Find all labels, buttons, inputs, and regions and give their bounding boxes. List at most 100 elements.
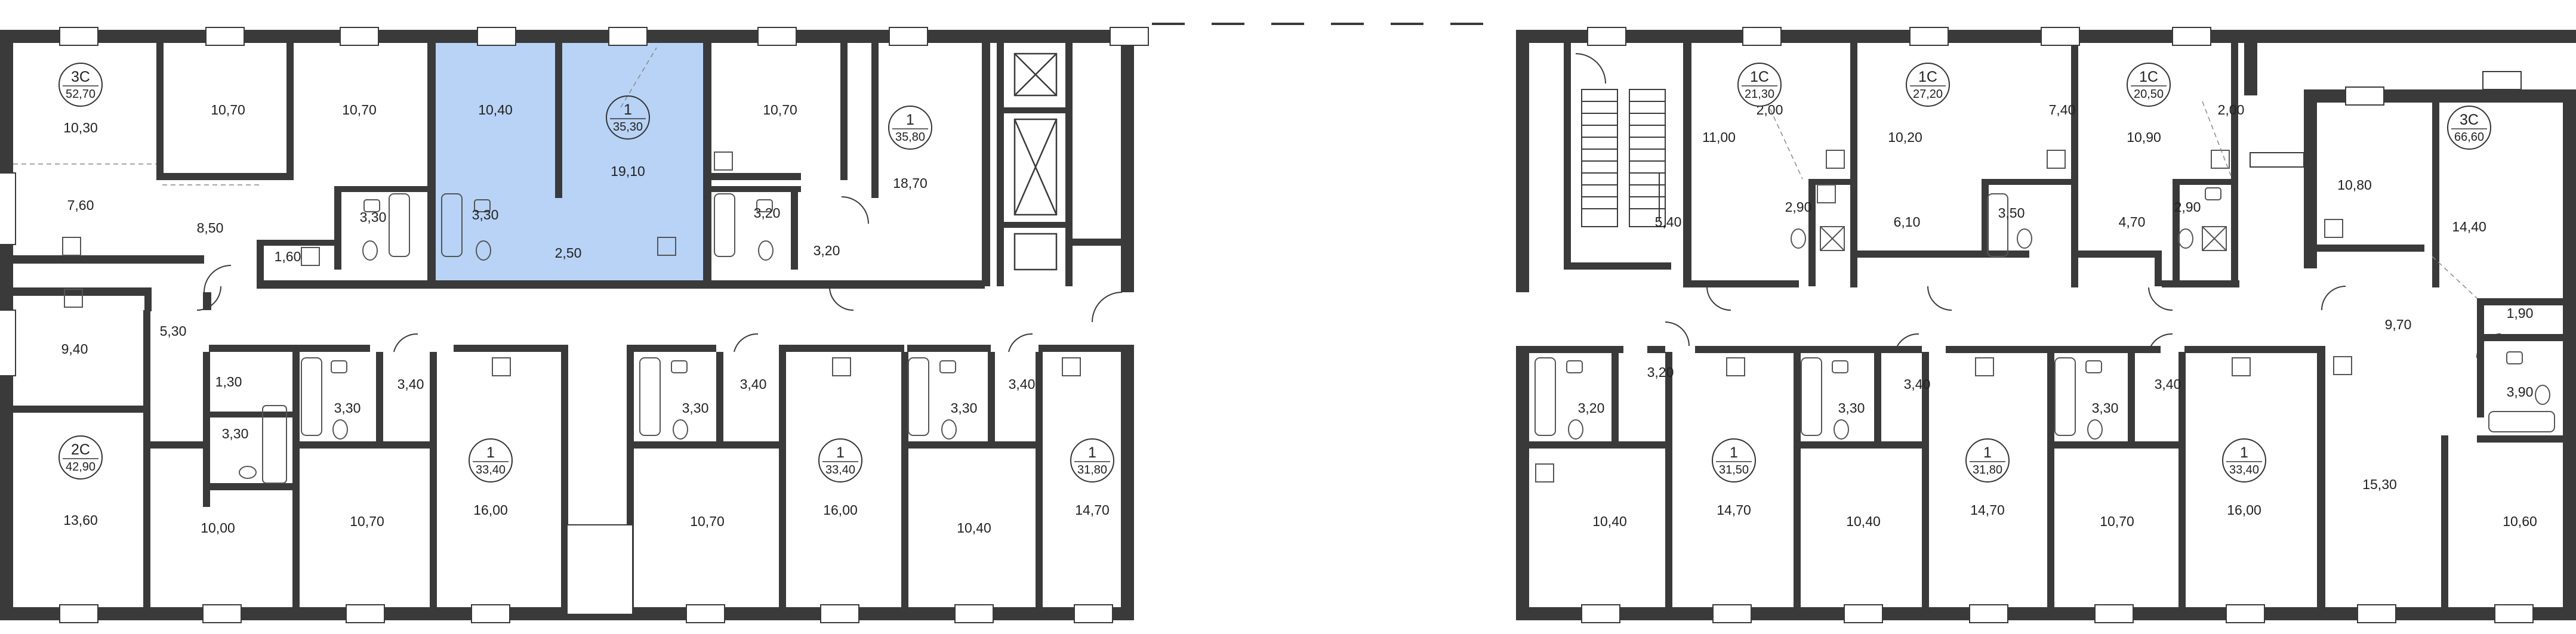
room-area-label: 2,00 (2218, 102, 2245, 117)
room-area-label: 3,20 (754, 205, 781, 221)
wall (1647, 346, 1665, 353)
wall (257, 280, 842, 289)
toilet-icon (362, 240, 378, 261)
room-area-label: 1,60 (275, 249, 301, 264)
wall (1528, 441, 1665, 449)
zone-lines (13, 47, 2478, 299)
apartment-badge-circle (1737, 63, 1782, 107)
wall (1691, 280, 1799, 287)
apartment-badge[interactable]: 131,80 (1070, 438, 1114, 483)
kitchen-sink-icon (2333, 356, 2352, 375)
wall (427, 30, 436, 286)
bathtub-icon (441, 193, 463, 257)
kitchen-sink-icon (2232, 357, 2251, 376)
highlighted-apartment[interactable] (432, 43, 706, 282)
wall (2477, 435, 2563, 443)
apartment-badge[interactable]: 135,30 (606, 95, 650, 140)
apartment-type: 1 (906, 112, 914, 128)
apartment-total-area: 42,90 (66, 460, 95, 474)
window (820, 604, 859, 623)
wall (2304, 89, 2317, 268)
wall (2077, 250, 2155, 258)
room-area-label: 10,70 (350, 514, 384, 529)
wall (1065, 43, 1073, 286)
wall (1794, 352, 1801, 607)
window (1074, 604, 1113, 623)
bathtub-icon (2488, 411, 2555, 432)
wall (2484, 298, 2563, 305)
toilet-icon (1568, 419, 1583, 440)
doors (196, 53, 2501, 358)
room-area-label: 19,10 (611, 163, 645, 179)
room-area-label: 5,30 (160, 323, 187, 339)
apartment-type: 1 (2240, 444, 2248, 461)
wall (143, 310, 150, 447)
window (1969, 604, 2008, 623)
room-area-label: 14,70 (1075, 502, 1110, 518)
room-area-label: 18,70 (893, 175, 928, 191)
room-area-label: 7,40 (2049, 102, 2076, 117)
apartment-badge-circle (58, 63, 103, 107)
room-area-label: 10,30 (63, 120, 98, 135)
apartment-badge[interactable]: 131,50 (1712, 438, 1756, 483)
apartment-badge[interactable]: 133,40 (2222, 438, 2266, 483)
bathtub-icon (1801, 357, 1822, 436)
elevator-shaft (1013, 118, 1058, 216)
bathtub-icon (908, 357, 929, 436)
toilet-icon (2178, 228, 2193, 249)
apartment-total-area: 35,80 (895, 131, 925, 144)
wall (842, 280, 985, 289)
wall (2178, 352, 2186, 607)
apartment-badge-circle (888, 106, 932, 150)
wall (1611, 352, 1619, 447)
wall (143, 446, 150, 607)
wall (982, 30, 990, 286)
sink-icon (331, 360, 347, 373)
highlight-fill (432, 43, 706, 282)
wall (779, 345, 904, 352)
kitchen-sink-icon (657, 237, 676, 256)
room-area-label: 10,70 (2100, 514, 2134, 529)
wall (2441, 435, 2448, 607)
apartment-type: 1 (1088, 444, 1096, 461)
bathtub-icon (1534, 357, 1556, 436)
apartment-total-area: 33,40 (825, 463, 855, 477)
wall (430, 352, 437, 607)
apartment-badge[interactable]: 133,40 (818, 438, 862, 483)
apartment-badge[interactable]: 135,80 (888, 106, 932, 150)
apartment-badge[interactable]: 131,80 (1965, 438, 2010, 483)
window (1742, 27, 1782, 46)
kitchen-sink-icon (714, 151, 733, 171)
wall (997, 107, 1073, 113)
room-area-label: 10,40 (957, 520, 991, 536)
wall (2317, 245, 2424, 252)
window (59, 27, 98, 46)
kitchen-sink-icon (1062, 357, 1081, 376)
wall (716, 352, 723, 447)
apartment-badge-circle (2447, 106, 2491, 150)
wall (1922, 352, 1929, 607)
toilet-icon (2535, 385, 2550, 405)
wall (871, 43, 879, 198)
apartment-type: 1С (1918, 69, 1937, 85)
toilet-icon (239, 466, 257, 479)
room-area-label: 3,40 (1904, 376, 1931, 392)
wall-right-west-lower (1516, 346, 1529, 620)
wall (2484, 334, 2563, 341)
apartment-badge[interactable]: 133,40 (469, 438, 513, 483)
apartment-type: 1 (624, 101, 632, 118)
apartment-badge-circle (469, 438, 513, 483)
window (2357, 604, 2396, 623)
room-area-label: 2,50 (555, 245, 582, 261)
wall (203, 352, 210, 507)
toilet-icon (2017, 228, 2032, 249)
sink-icon (2205, 187, 2221, 200)
room-area-label: 10,40 (1846, 514, 1881, 529)
